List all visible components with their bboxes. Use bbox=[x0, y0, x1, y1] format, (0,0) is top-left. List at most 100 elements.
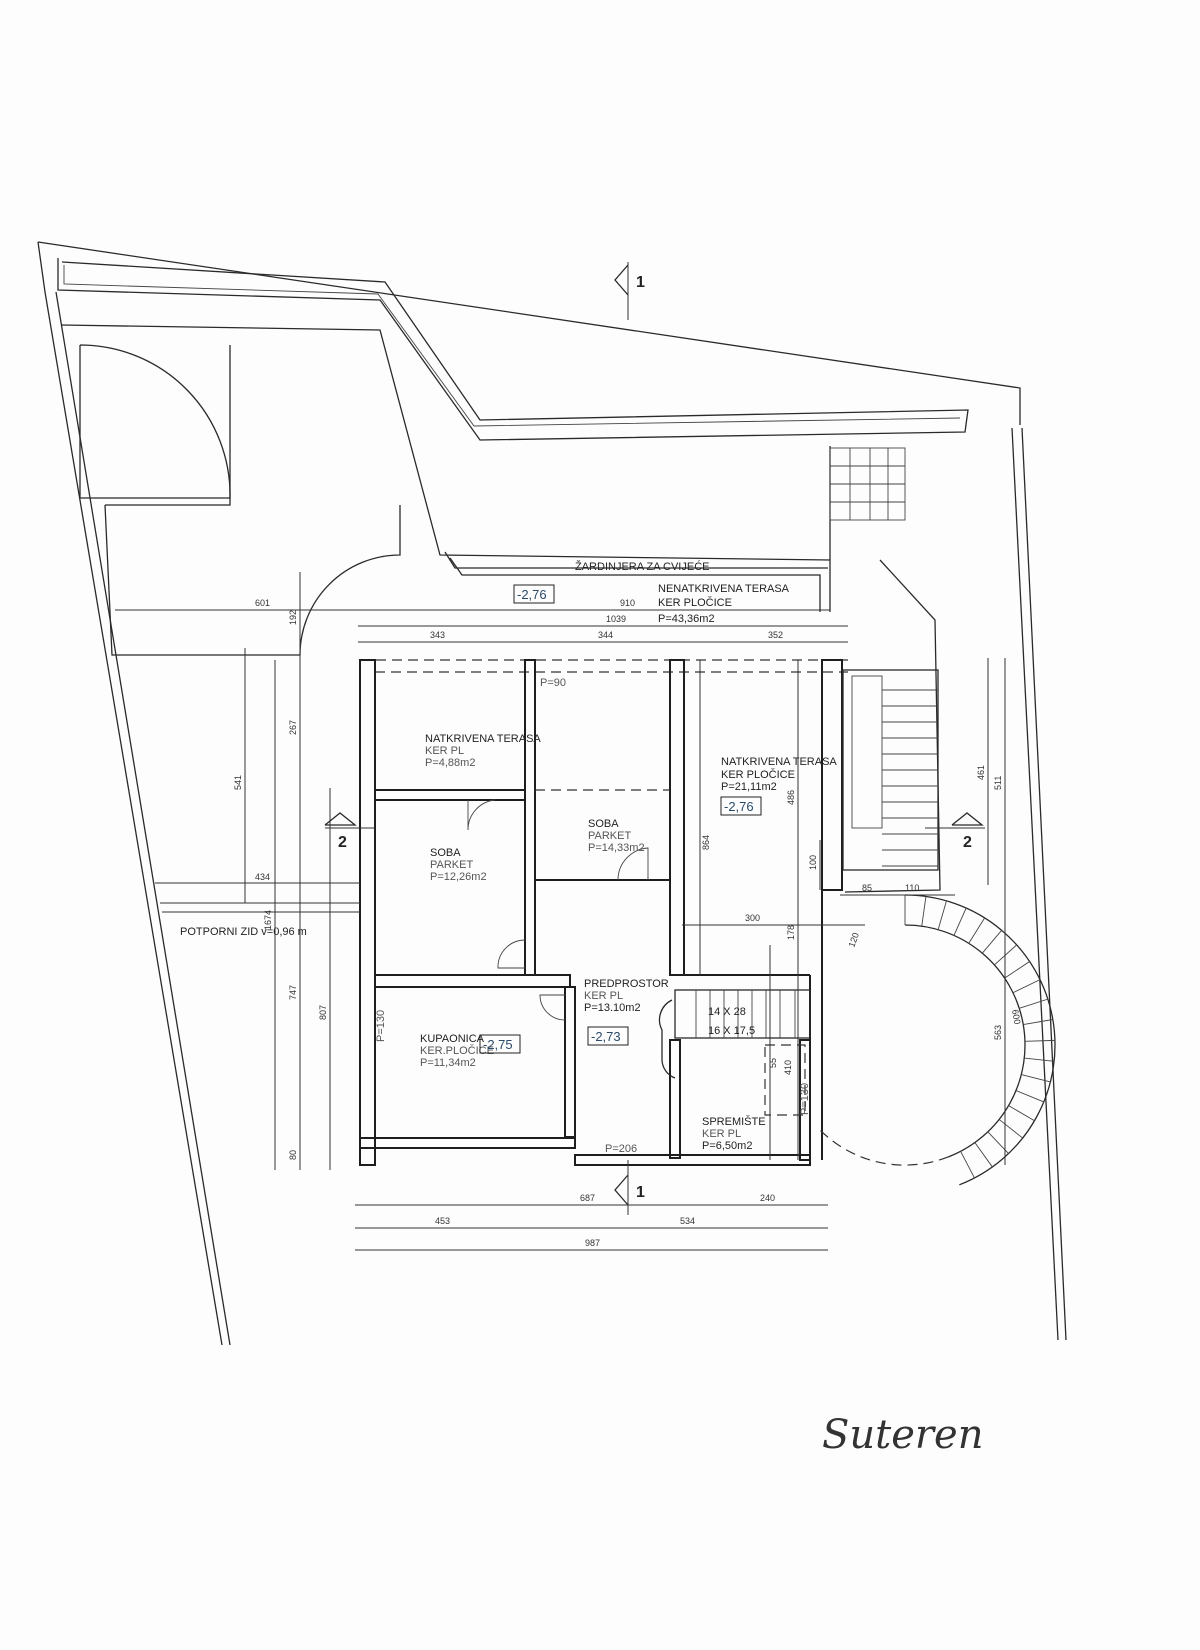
spiral-stair bbox=[819, 894, 1056, 1186]
dim-text: 80 bbox=[288, 1150, 298, 1160]
room-name: KUPAONICA bbox=[420, 1033, 485, 1045]
dim-text: 410 bbox=[783, 1060, 793, 1075]
dim-text: 240 bbox=[760, 1193, 775, 1203]
dim-text: 1674 bbox=[263, 910, 273, 930]
spiral-step bbox=[981, 929, 1002, 954]
labels: ŽARDINJERA ZA CVIJEĆE POTPORNI ZID v=0,9… bbox=[180, 274, 1022, 1458]
room-floor: KER PLOČICE bbox=[721, 768, 795, 781]
dim-text: 601 bbox=[255, 598, 270, 608]
room-name: NENATKRIVENA TERASA bbox=[658, 583, 790, 595]
dim-text: 511 bbox=[993, 776, 1003, 790]
dim-text: 486 bbox=[786, 790, 796, 805]
spiral-step bbox=[937, 900, 947, 930]
retaining-wall-label: POTPORNI ZID v=0,96 m bbox=[180, 926, 307, 938]
room-floor: PARKET bbox=[588, 830, 631, 842]
dim-text: 687 bbox=[580, 1193, 595, 1203]
dim-text: 987 bbox=[585, 1238, 600, 1248]
dim-text: 461 bbox=[976, 765, 986, 780]
stair-risers: 16 X 17,5 bbox=[708, 1025, 755, 1037]
dim-text: 300 bbox=[745, 913, 760, 923]
dim-text: 267 bbox=[288, 720, 298, 735]
dim-text: 55 bbox=[768, 1058, 778, 1068]
room-floor: KER PL bbox=[702, 1128, 741, 1140]
spiral-step bbox=[953, 907, 967, 936]
room-area: P=11,34m2 bbox=[420, 1057, 476, 1069]
dim-text: 434 bbox=[255, 872, 270, 882]
site-boundary bbox=[37, 241, 1067, 1346]
opening-label: P=130 bbox=[375, 1010, 387, 1042]
room-name: SOBA bbox=[430, 847, 461, 859]
section-label: 2 bbox=[963, 834, 972, 851]
opening-label: P=130 bbox=[799, 1083, 811, 1115]
room-area: P=14,33m2 bbox=[588, 842, 645, 854]
spiral-step bbox=[974, 1142, 993, 1168]
exterior-stair bbox=[842, 669, 939, 871]
doors bbox=[467, 799, 649, 1021]
dim-text: 534 bbox=[680, 1216, 695, 1226]
room-floor: KER PL bbox=[425, 745, 464, 757]
dim-text: 1039 bbox=[606, 614, 626, 624]
spiral-inner bbox=[904, 924, 1026, 1158]
dim-text: 343 bbox=[430, 630, 445, 640]
room-area: P=13.10m2 bbox=[584, 1002, 641, 1014]
dim-text: 910 bbox=[620, 598, 635, 608]
spiral-step bbox=[968, 917, 986, 944]
level-mark: -2,75 bbox=[483, 1037, 513, 1052]
room-name: NATKRIVENA TERASA bbox=[425, 733, 541, 745]
dim-text: 563 bbox=[993, 1025, 1003, 1040]
room-name: SPREMIŠTE bbox=[702, 1115, 766, 1128]
stair-treads: 14 X 28 bbox=[708, 1006, 746, 1018]
dim-text: 178 bbox=[786, 925, 796, 940]
spiral-step bbox=[998, 1119, 1023, 1139]
dim-text: 541 bbox=[233, 775, 243, 790]
dim-text: 100 bbox=[808, 855, 818, 870]
dim-text: 453 bbox=[435, 1216, 450, 1226]
dim-text: 85 bbox=[862, 883, 872, 893]
dim-text: 747 bbox=[288, 985, 298, 1000]
level-mark: -2,73 bbox=[591, 1029, 621, 1044]
section-markers bbox=[324, 262, 985, 1215]
spiral-step bbox=[921, 896, 927, 927]
opening-label: P=90 bbox=[540, 677, 566, 689]
room-name: NATKRIVENA TERASA bbox=[721, 756, 837, 768]
room-area: P=43,36m2 bbox=[658, 613, 715, 625]
spiral-step bbox=[1024, 1057, 1055, 1062]
level-mark: -2,76 bbox=[517, 587, 547, 602]
dim-text: 120 bbox=[846, 931, 861, 949]
room-name: PREDPROSTOR bbox=[584, 978, 669, 990]
section-label: 1 bbox=[636, 1184, 645, 1201]
room-floor: KER PL bbox=[584, 990, 623, 1002]
room-floor: PARKET bbox=[430, 859, 473, 871]
upper-planter bbox=[57, 258, 969, 441]
inner-stair bbox=[658, 989, 811, 1116]
spiral-continuation bbox=[819, 1129, 949, 1166]
spiral-step bbox=[994, 944, 1017, 966]
level-mark: -2,76 bbox=[724, 799, 754, 814]
dim-text: 352 bbox=[768, 630, 783, 640]
planter-label: ŽARDINJERA ZA CVIJEĆE bbox=[575, 560, 709, 573]
room-floor: KER PLOČICE bbox=[658, 596, 732, 609]
spiral-step bbox=[1021, 1074, 1051, 1083]
dim-text: 807 bbox=[318, 1005, 328, 1020]
dim-text: 344 bbox=[598, 630, 613, 640]
spiral-step bbox=[1012, 979, 1041, 994]
dim-text: 600 bbox=[1010, 1009, 1022, 1026]
room-area: P=21,11m2 bbox=[721, 781, 777, 793]
spiral-step bbox=[1019, 998, 1048, 1009]
dim-text: 110 bbox=[905, 883, 919, 893]
dim-text: 192 bbox=[288, 610, 298, 625]
room-area: P=12,26m2 bbox=[430, 871, 487, 883]
spiral-step bbox=[1008, 1105, 1035, 1122]
room-area: P=4,88m2 bbox=[425, 757, 475, 769]
spiral-step bbox=[1015, 1090, 1044, 1103]
dim-text: 864 bbox=[701, 835, 711, 850]
spiral-step bbox=[1023, 1019, 1053, 1026]
section-label: 1 bbox=[636, 274, 645, 291]
section-label: 2 bbox=[338, 834, 347, 851]
room-floor: KER.PLOČICE bbox=[420, 1044, 494, 1057]
dimension-lines bbox=[115, 572, 1006, 1251]
room-name: SOBA bbox=[588, 818, 619, 830]
spiral-step bbox=[1024, 1039, 1055, 1042]
